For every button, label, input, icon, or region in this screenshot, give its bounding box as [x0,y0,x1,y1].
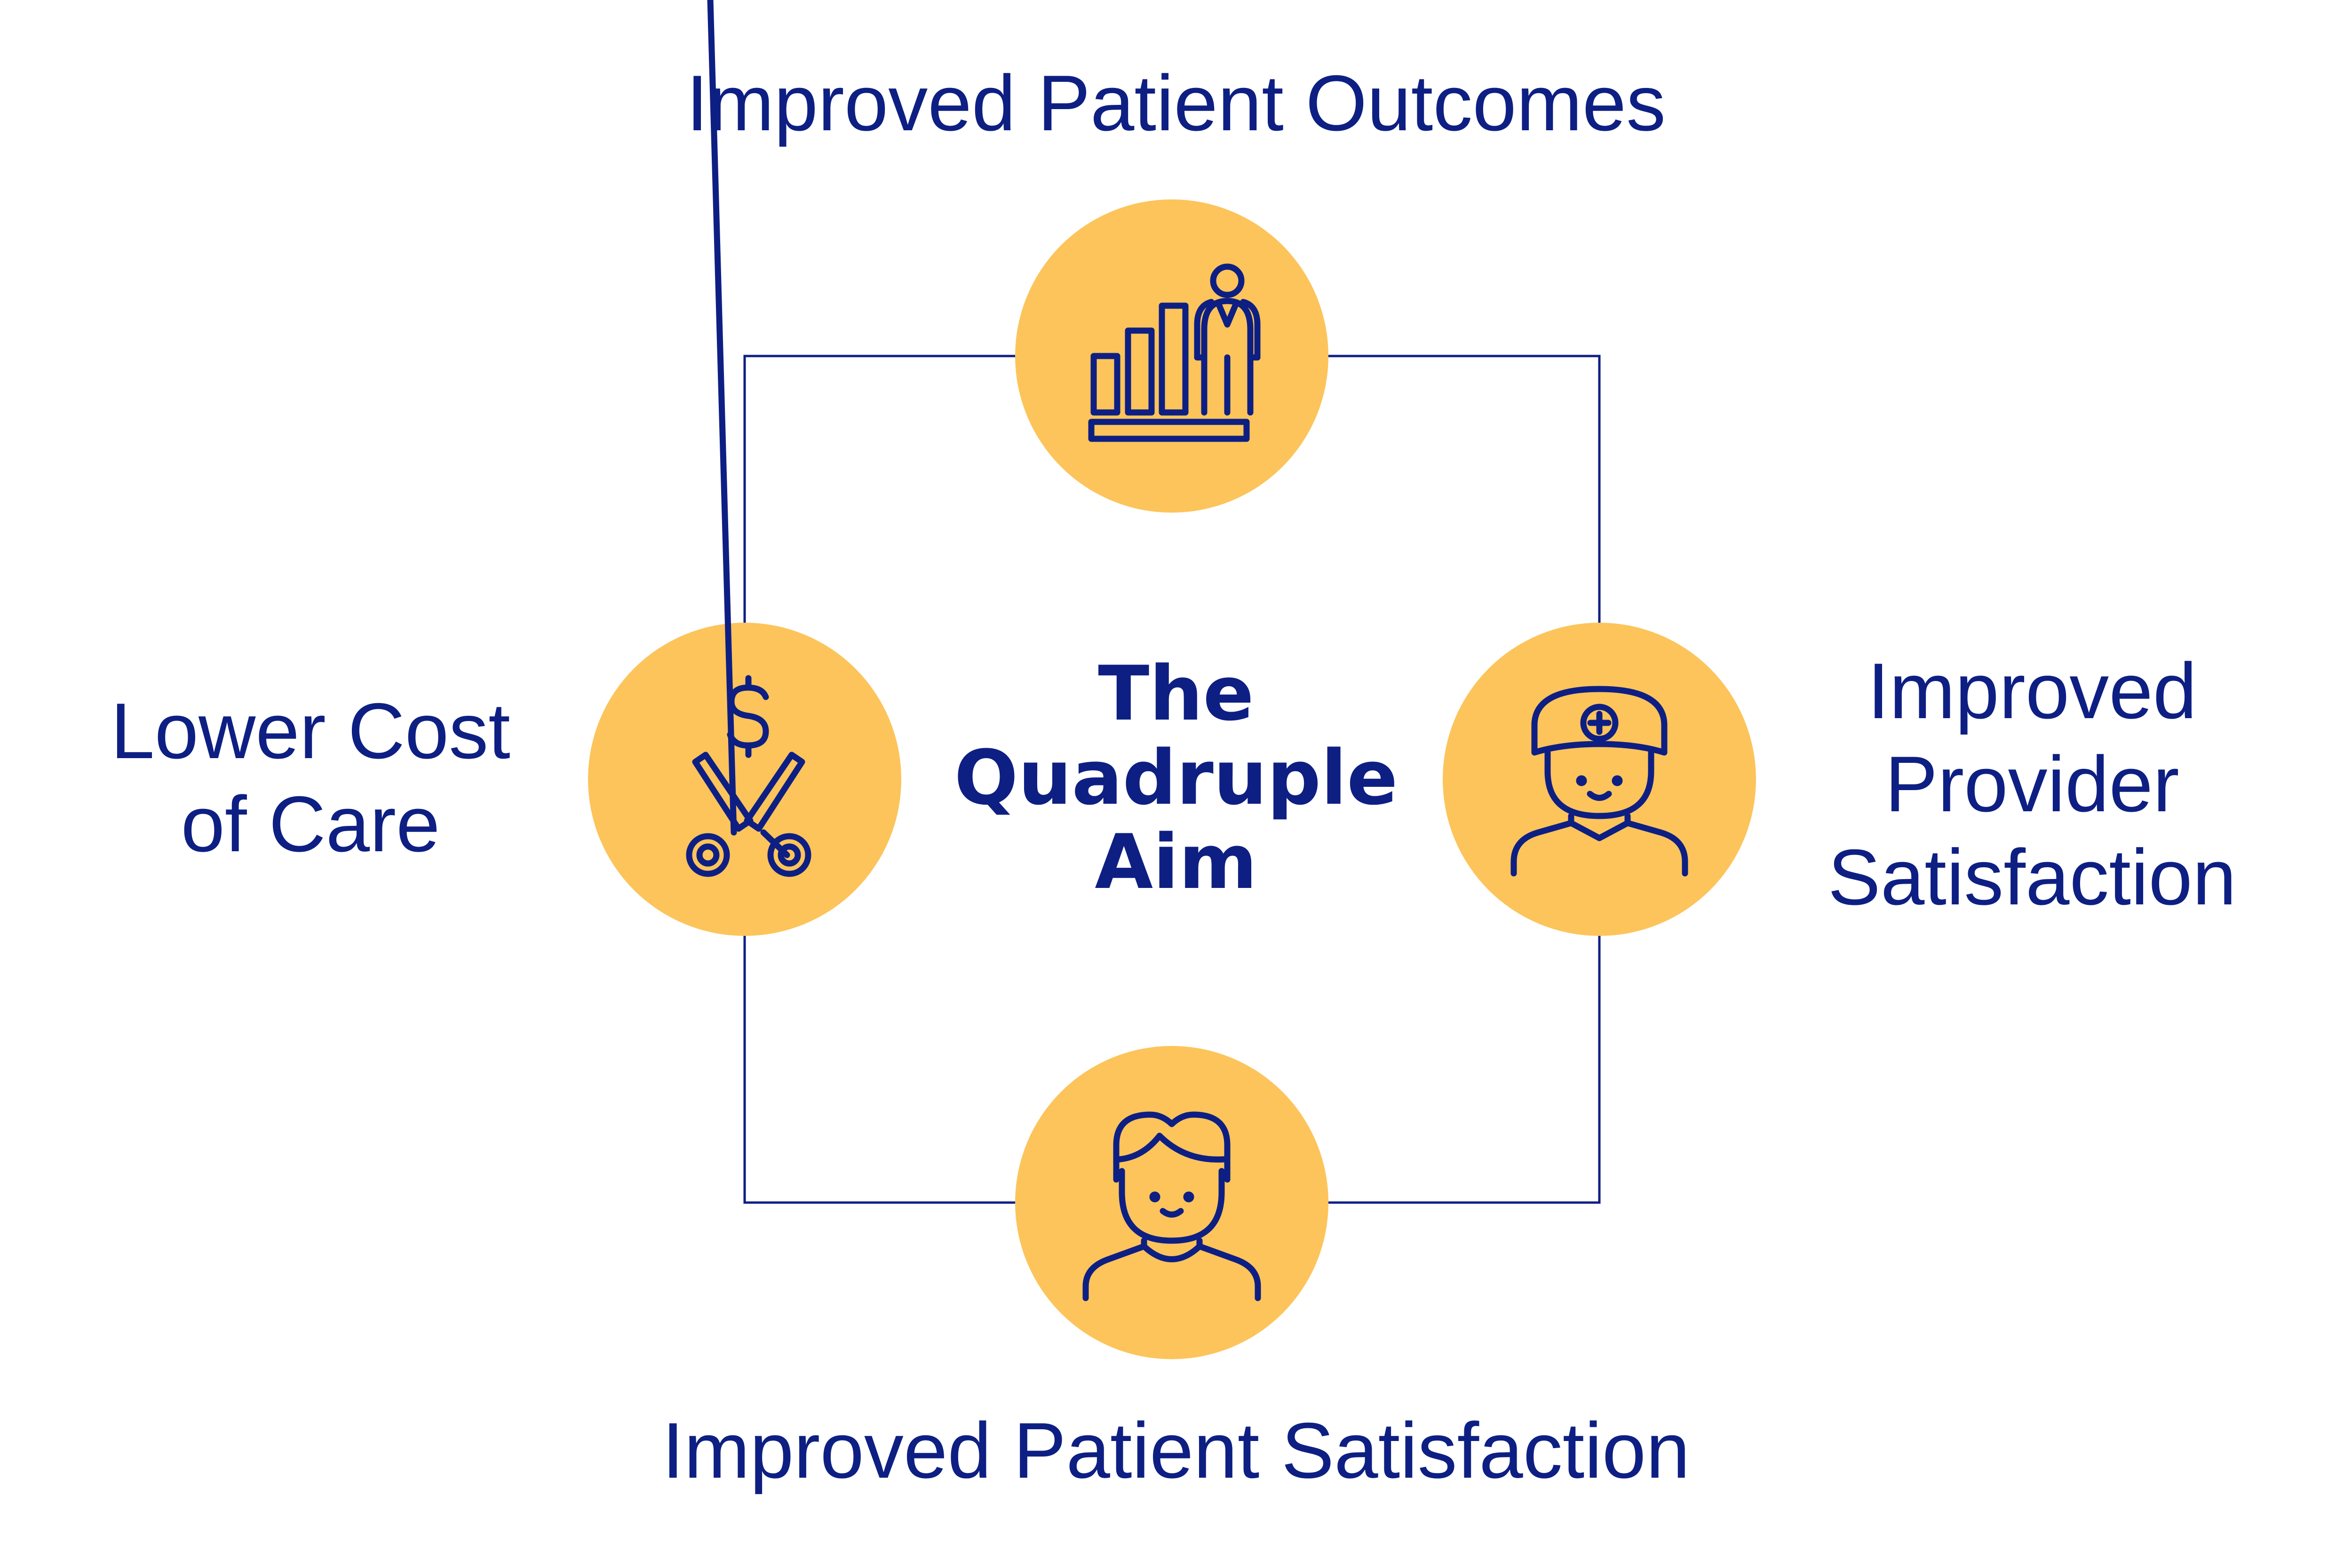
label-right-line-2: Provider [1885,740,2179,829]
center-title-line-2: Quadruple [954,734,1398,822]
cut-cost-scissors-icon [686,0,811,877]
label-improved-provider-satisfaction: Improved Provider Satisfaction [1797,644,2267,924]
center-title-line-3: Aim [1095,818,1257,906]
center-title-line-1: The [1098,649,1254,737]
label-improved-patient-satisfaction: Improved Patient Satisfaction [662,1406,1690,1495]
node-right [1443,623,1756,936]
label-left-line-1: Lower Cost [111,687,510,775]
chart-person-icon [1088,263,1261,442]
node-left [588,0,901,936]
circle-right [1443,623,1756,936]
circle-left [588,623,901,936]
label-lower-cost-of-care: Lower Cost of Care [75,684,546,871]
doctor-icon [1510,686,1688,877]
label-right-line-1: Improved [1867,647,2197,735]
circle-bottom [1015,1046,1328,1359]
node-top [1015,199,1328,513]
center-title: The Quadruple Aim [917,651,1435,904]
label-left-line-2: of Care [181,780,440,869]
circle-top [1015,199,1328,513]
patient-icon [1082,1111,1261,1301]
node-bottom [1015,1046,1328,1359]
label-right-line-3: Satisfaction [1828,833,2237,922]
label-improved-patient-outcomes: Improved Patient Outcomes [686,59,1666,147]
